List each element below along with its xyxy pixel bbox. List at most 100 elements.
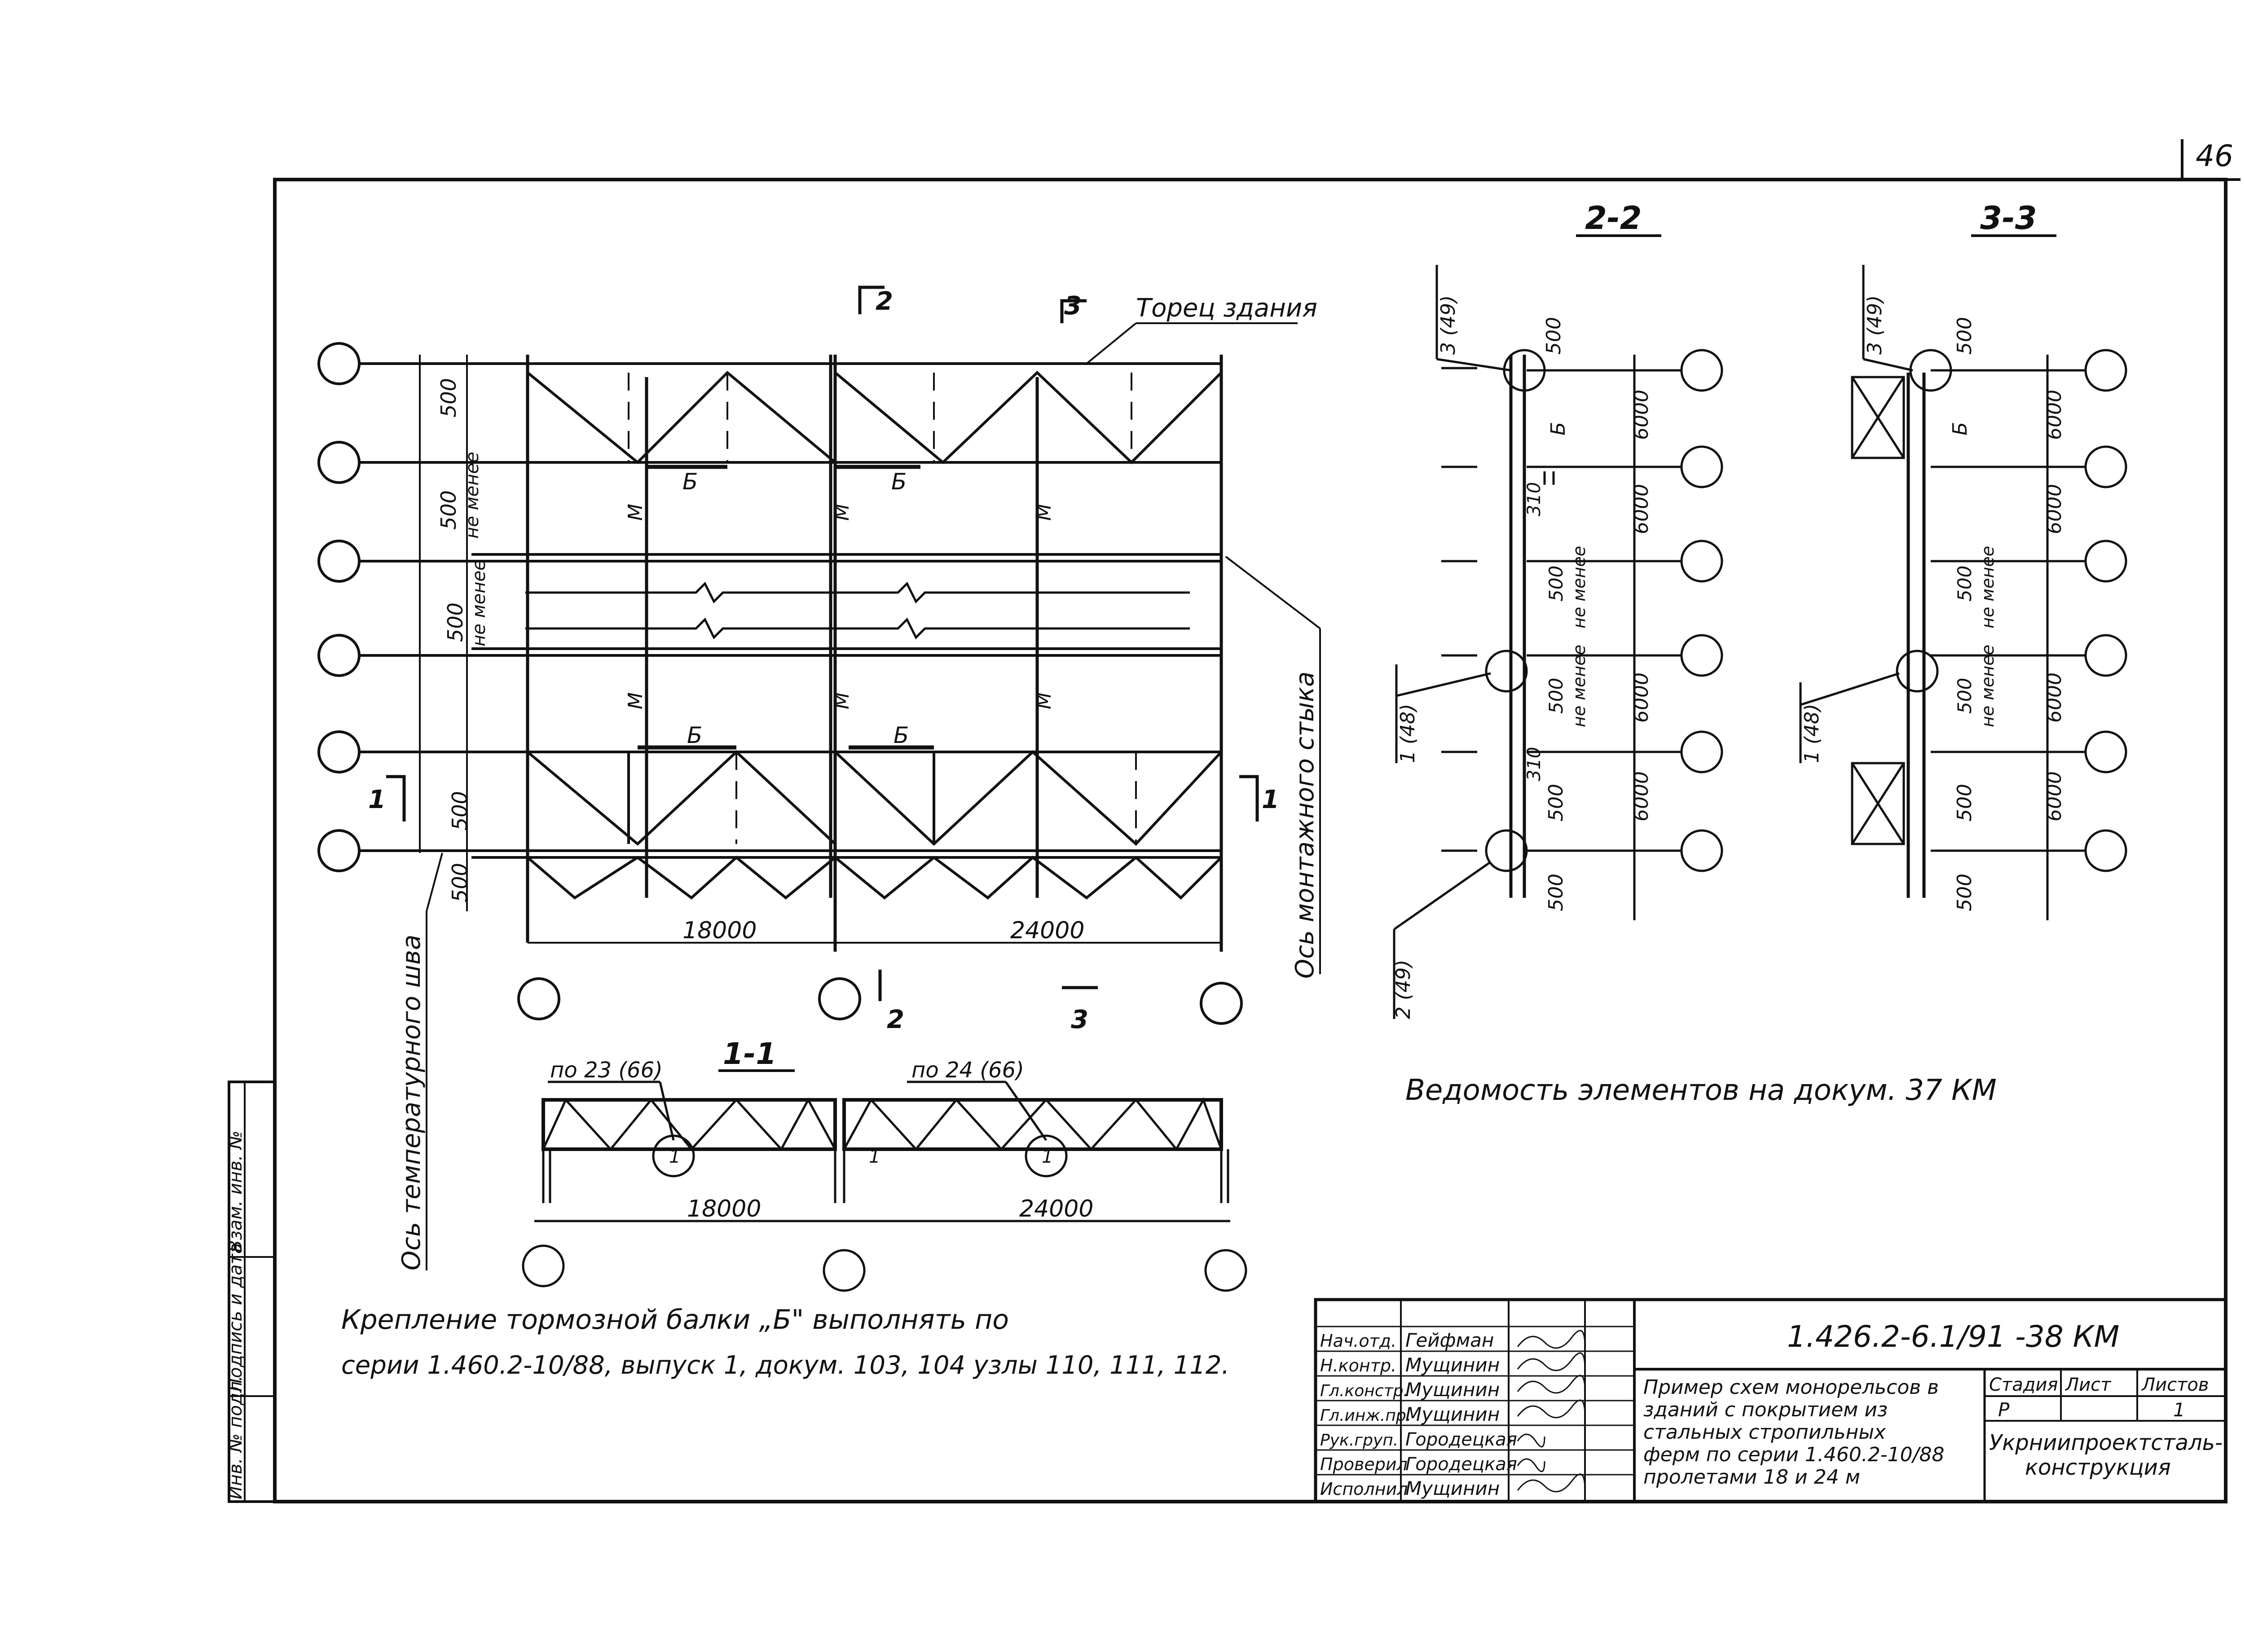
- dim-label: 500: [1542, 317, 1565, 355]
- dim-note: не менее: [469, 559, 489, 646]
- dim-note: не менее: [462, 452, 483, 539]
- note-line-1: Крепление тормозной балки „Б" выполнять …: [341, 1304, 1009, 1336]
- stamp-replace-label: Взам. инв. №: [225, 1130, 246, 1252]
- document-code: 1.426.2-6.1/91 -38 КМ: [1787, 1319, 2119, 1354]
- dim-label: 500: [1545, 566, 1567, 602]
- sheets-value: 1: [2173, 1399, 2185, 1421]
- description-line: зданий с покрытием из: [1643, 1398, 1888, 1421]
- stamp-inv-label: Инв. № подл.: [225, 1375, 246, 1499]
- dim-note: не менее: [1569, 546, 1589, 628]
- role-label: Рук.груп.: [1320, 1431, 1398, 1450]
- dim-note: не менее: [1569, 645, 1589, 727]
- sheet-header: Лист: [2065, 1375, 2112, 1395]
- beam-mark-b: Б: [682, 469, 698, 495]
- gable-label: Торец здания: [1136, 294, 1317, 323]
- dim-label: 6000: [1630, 484, 1653, 534]
- dim-label: 500: [448, 791, 472, 830]
- description-line: пролетами 18 и 24 м: [1643, 1466, 1860, 1489]
- callout-24-66: по 24 (66): [911, 1058, 1024, 1083]
- beam-mark-b: Б: [894, 722, 909, 748]
- cut-2-bottom: 2: [887, 1005, 904, 1034]
- dim-label: 310: [1524, 482, 1545, 516]
- callout-3-49: 3 (49): [1863, 295, 1886, 355]
- stamp-sign-label: Подпись и дата: [225, 1243, 246, 1392]
- column-mark-m: М: [831, 692, 854, 709]
- dim-label: 500: [443, 602, 467, 642]
- dim-label: 500: [448, 863, 472, 902]
- left-stamp: Инв. № подл. Подпись и дата Взам. инв. №: [225, 1081, 276, 1503]
- organization-line: конструкция: [2025, 1455, 2171, 1480]
- description-line: стальных стропильных: [1643, 1421, 1886, 1444]
- span-dim-18000: 18000: [687, 1195, 761, 1222]
- expansion-axis-label: Ось температурного шва: [397, 935, 426, 1270]
- cut-1-right: 1: [1262, 785, 1279, 814]
- dim-note: не менее: [1978, 645, 1998, 727]
- dim-label: 6000: [2043, 390, 2066, 440]
- role-label: Проверил: [1320, 1454, 1408, 1474]
- section-3-3-title: 3-3: [1980, 200, 2037, 237]
- stage-header: Стадия: [1989, 1375, 2058, 1395]
- sheet-frame: [273, 178, 2227, 1503]
- description-line: Пример схем монорельсов в: [1643, 1376, 1939, 1399]
- callout-3-49: 3 (49): [1437, 295, 1460, 355]
- page-number: 46: [2196, 139, 2233, 173]
- plan-left-dims: 500 500 не менее 500 не менее 500 500: [436, 378, 489, 902]
- sheets-header: Листов: [2141, 1375, 2209, 1395]
- node-mark: 1: [669, 1147, 680, 1167]
- node-mark: 1: [869, 1147, 880, 1167]
- name-label: Гейфман: [1405, 1329, 1494, 1351]
- name-label: Городецкая: [1405, 1429, 1517, 1450]
- callout-1-48: 1 (48): [1396, 704, 1419, 763]
- callout-23-66: по 23 (66): [550, 1058, 663, 1083]
- section-2-2-title: 2-2: [1585, 200, 1642, 237]
- plan-view: Б Б Б Б М М М М М М 500 500 не менее 500…: [317, 286, 1321, 1270]
- span-dim-24000: 24000: [1019, 1195, 1093, 1222]
- dim-label: 500: [1953, 317, 1976, 355]
- section-1-1-title: 1-1: [723, 1037, 776, 1071]
- organization-line: Укрниипроектсталь-: [1989, 1430, 2223, 1455]
- dim-label: 6000: [2043, 484, 2066, 534]
- dim-label: 500: [1953, 784, 1976, 822]
- role-label: Гл.инж.пр.: [1320, 1406, 1411, 1425]
- beam-mark-b: Б: [687, 722, 702, 748]
- note-line-2: серии 1.460.2-10/88, выпуск 1, докум. 10…: [341, 1351, 1229, 1380]
- stage-value: Р: [1998, 1399, 2010, 1421]
- role-label: Гл.констр.: [1320, 1382, 1409, 1400]
- role-label: Исполнил: [1320, 1479, 1408, 1499]
- role-label: Н.контр.: [1320, 1356, 1396, 1375]
- signatures: [1517, 1330, 1586, 1493]
- erection-joint-axis-label: Ось монтажного стыка: [1290, 672, 1320, 979]
- cut-2-top: 2: [876, 287, 893, 316]
- name-label: Мущинин: [1405, 1403, 1500, 1425]
- name-label: Мущинин: [1405, 1379, 1500, 1401]
- dim-label: 6000: [1630, 390, 1653, 440]
- cut-3-top: 3: [1064, 291, 1082, 321]
- name-label: Городецкая: [1405, 1454, 1517, 1475]
- column-mark-m: М: [624, 692, 647, 709]
- elements-list-note: Ведомость элементов на докум. 37 КМ: [1405, 1074, 1997, 1107]
- column-mark-m: М: [831, 504, 854, 521]
- dim-label: 6000: [1630, 672, 1653, 723]
- callout-2-49: 2 (49): [1392, 960, 1415, 1019]
- dim-label: 500: [1954, 678, 1976, 714]
- beam-mark-b: Б: [891, 469, 907, 495]
- cut-1-left: 1: [368, 785, 386, 814]
- callout-1-48: 1 (48): [1800, 704, 1823, 763]
- dim-label: 500: [436, 490, 461, 530]
- dim-label: 500: [1953, 874, 1976, 911]
- title-block: Нач.отд. Гейфман Н.контр. Мущинин Гл.кон…: [1314, 1298, 2227, 1503]
- name-label: Мущинин: [1405, 1477, 1500, 1499]
- span-dim-24000: 24000: [1010, 917, 1084, 944]
- dim-label: 310: [1524, 747, 1545, 781]
- dim-label: 6000: [2043, 771, 2066, 822]
- node-mark: 1: [1042, 1147, 1053, 1167]
- dim-label: 500: [1545, 874, 1567, 911]
- section-1-1: 1-1 по 23 (66) по 24 (66): [522, 1037, 1247, 1292]
- dim-label: 500: [436, 378, 461, 417]
- dim-label: 500: [1954, 566, 1976, 602]
- section-3-3: 3-3: [1799, 200, 2127, 920]
- description-line: ферм по серии 1.460.2-10/88: [1643, 1443, 1944, 1466]
- beam-mark-b: Б: [1547, 422, 1570, 435]
- column-mark-m: М: [1033, 692, 1056, 709]
